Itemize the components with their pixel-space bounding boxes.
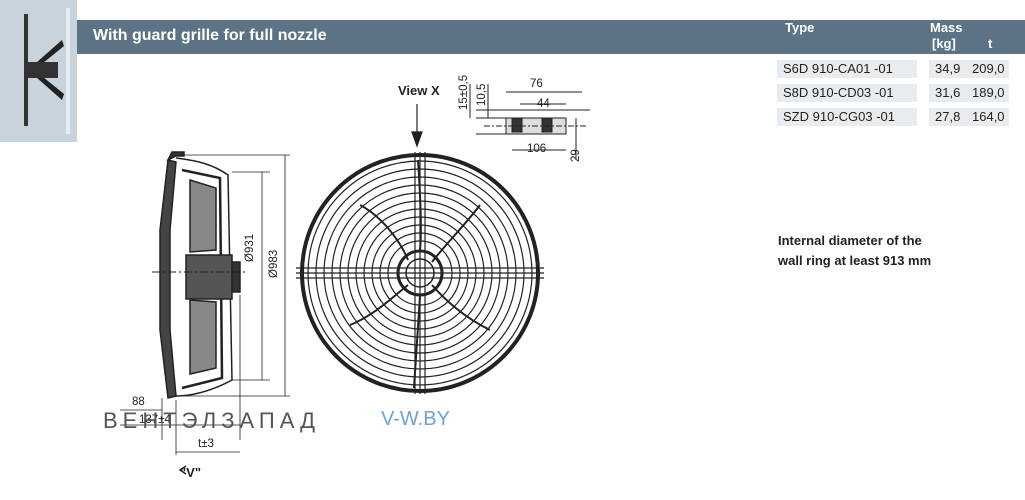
cell-type: S6D 910-CA01 -01 [777, 60, 917, 78]
note-line-2: wall ring at least 913 mm [778, 253, 932, 268]
col-mass-header: Mass [930, 20, 963, 35]
mount-detail [469, 84, 590, 160]
cell-t: 189,0 [969, 84, 1009, 102]
col-mass-unit: [kg] [932, 36, 956, 51]
dim-88: 88 [132, 396, 145, 408]
installation-note: Internal diameter of the wall ring at le… [778, 231, 931, 271]
watermark-site: V-W.BY [381, 408, 450, 430]
side-dim-lines [120, 154, 290, 475]
front-view-grille [296, 152, 544, 394]
dim-t: t±3 [198, 438, 214, 450]
note-line-1: Internal diameter of the [778, 233, 922, 248]
dim-d931: Ø931 [244, 233, 256, 262]
col-t-header: t [988, 36, 993, 51]
dim-29: 29 [570, 149, 582, 162]
cell-type: S8D 910-CD03 -01 [777, 84, 917, 102]
cell-t: 209,0 [969, 60, 1009, 78]
dim-106: 106 [527, 143, 547, 155]
cell-mass: 27,8 [929, 108, 969, 126]
section-title: With guard grille for full nozzle [93, 27, 327, 44]
cell-mass: 31,6 [929, 84, 969, 102]
product-thumbnail [0, 0, 77, 142]
cell-mass: 34,9 [929, 60, 969, 78]
dim-44: 44 [537, 98, 550, 110]
watermark-brand: ВЕНТЭЛЗАПАД [103, 408, 321, 433]
col-type-header: Type [785, 20, 815, 35]
header-bar: With guard grille for full nozzle Type M… [77, 20, 1025, 54]
dim-10: 10,5 [476, 83, 488, 106]
view-x-arrow [411, 104, 423, 148]
fan-side-icon [24, 8, 70, 134]
dim-d983: Ø983 [268, 249, 280, 278]
cell-type: SZD 910-CG03 -01 [777, 108, 917, 126]
dim-15: 15±0,5 [458, 74, 470, 110]
cell-t: 164,0 [969, 108, 1009, 126]
dim-76: 76 [530, 78, 543, 90]
side-view [152, 151, 246, 399]
view-x-label: View X [398, 83, 440, 98]
dim-137: 137±4 [139, 414, 171, 426]
view-v-label: "V" [180, 465, 201, 480]
